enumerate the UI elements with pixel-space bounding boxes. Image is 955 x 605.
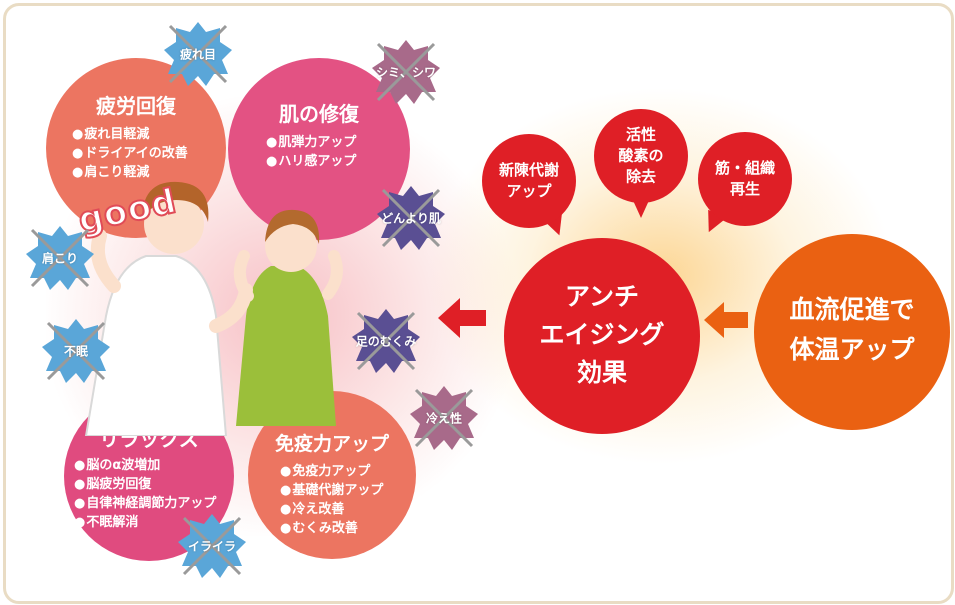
metabolism-bubble: 新陳代謝 アップ: [482, 134, 576, 228]
bubble-label: 新陳代謝 アップ: [498, 161, 559, 200]
fatigue-title: 疲労回復: [96, 94, 176, 118]
badge-cold-sensitivity: 冷え性: [404, 378, 484, 458]
skin-repair-circle: 肌の修復 肌弾力アップ ハリ感アップ: [228, 58, 410, 240]
blob-cross-icon: [42, 319, 110, 383]
list-item: 脳のα波増加: [74, 456, 234, 475]
bubble-label: 筋・組織 再生: [714, 159, 775, 198]
badge-spots-wrinkles: シミ、シワ: [366, 32, 446, 112]
badge-insomnia: 不眠: [36, 311, 116, 391]
active-oxygen-bubble: 活性 酸素の 除去: [594, 109, 688, 203]
blob-cross-icon: [410, 386, 478, 450]
blob-cross-icon: [352, 309, 420, 373]
blood-flow-label: 血流促進で 体温アップ: [789, 295, 915, 364]
list-item: ハリ感アップ: [266, 152, 410, 171]
skin-list: 肌弾力アップ ハリ感アップ: [266, 133, 410, 171]
badge-label: イライラ: [187, 539, 236, 554]
arrow-left-orange-icon: [704, 302, 748, 338]
diagram-frame: 疲労回復 疲れ目軽減 ドライアイの改善 肩こり軽減 肌の修復 肌弾力アップ ハリ…: [3, 3, 954, 604]
immune-list: 免疫力アップ 基礎代謝アップ 冷え改善 むくみ改善: [280, 462, 416, 538]
list-item: 肩こり軽減: [72, 163, 226, 182]
badge-label: 肩こり: [41, 251, 78, 266]
badge-leg-swelling: 足のむくみ: [346, 301, 426, 381]
badge-stiff-shoulders: 肩こり: [20, 218, 100, 298]
blob-cross-icon: [178, 514, 246, 578]
arrow-left-red-icon: [438, 298, 486, 338]
skin-title: 肌の修復: [279, 102, 359, 126]
list-item: 不眠解消: [74, 513, 234, 532]
badge-label: シミ、シワ: [375, 65, 436, 80]
badge-label: 不眠: [63, 344, 88, 359]
badge-label: どんより肌: [381, 211, 441, 226]
badge-label: 冷え性: [425, 411, 462, 426]
anti-aging-label: アンチ エイジング 効果: [539, 282, 665, 387]
blob-cross-icon: [372, 40, 440, 104]
anti-aging-circle: アンチ エイジング 効果: [504, 238, 700, 434]
list-item: 脳疲労回復: [74, 475, 234, 494]
blob-cross-icon: [26, 226, 94, 290]
badge-irritation: イライラ: [172, 506, 252, 586]
fatigue-list: 疲れ目軽減 ドライアイの改善 肩こり軽減: [72, 125, 226, 182]
badge-label: 足のむくみ: [355, 334, 417, 349]
tissue-regen-bubble: 筋・組織 再生: [698, 132, 792, 226]
immune-title: 免疫力アップ: [274, 433, 389, 455]
list-item: 肌弾力アップ: [266, 133, 410, 152]
relax-list: 脳のα波増加 脳疲労回復 自律神経調節力アップ 不眠解消: [74, 456, 234, 532]
list-item: 疲れ目軽減: [72, 125, 226, 144]
blob-cross-icon: [377, 186, 445, 250]
list-item: 自律神経調節力アップ: [74, 494, 234, 513]
list-item: 基礎代謝アップ: [280, 481, 416, 500]
list-item: 免疫力アップ: [280, 462, 416, 481]
badge-dull-skin: どんより肌: [371, 178, 451, 258]
badge-tired-eyes: 疲れ目: [158, 14, 238, 94]
blood-flow-circle: 血流促進で 体温アップ: [754, 234, 950, 430]
badge-label: 疲れ目: [179, 47, 216, 62]
list-item: 冷え改善: [280, 500, 416, 519]
blob-cross-icon: [164, 22, 232, 86]
bubble-label: 活性 酸素の 除去: [618, 125, 664, 186]
happy-couple-illustration: [84, 181, 343, 436]
list-item: むくみ改善: [280, 519, 416, 538]
list-item: ドライアイの改善: [72, 144, 226, 163]
